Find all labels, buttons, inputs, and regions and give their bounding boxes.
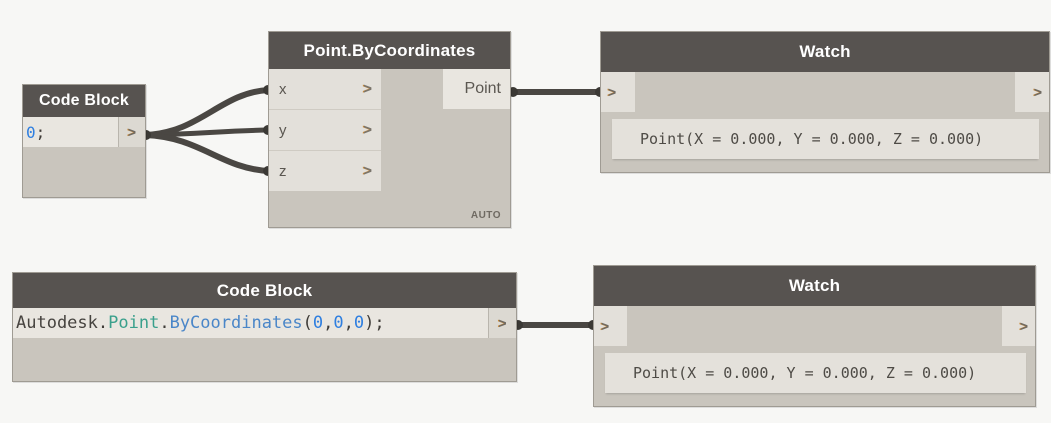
watch-result-text: Point(X = 0.000, Y = 0.000, Z = 0.000) xyxy=(640,130,984,148)
code-token: 0 xyxy=(333,313,344,333)
node-body: 0; > xyxy=(23,117,145,197)
watch-output-port[interactable]: > xyxy=(1015,72,1049,112)
node-title: Code Block xyxy=(13,273,516,308)
code-token: Point xyxy=(108,313,160,333)
code-token: , xyxy=(343,313,354,333)
code-token: ( xyxy=(302,313,313,333)
chevron-right-icon: > xyxy=(1019,318,1028,334)
node-title: Watch xyxy=(594,266,1035,306)
node-title: Code Block xyxy=(23,85,145,117)
chevron-right-icon: > xyxy=(608,84,617,100)
node-code-block-top[interactable]: Code Block 0; > xyxy=(22,84,146,198)
node-watch-top[interactable]: Watch > > Point(X = 0.000, Y = 0.000, Z … xyxy=(600,31,1050,173)
input-port-z[interactable]: z > xyxy=(269,150,381,191)
node-title: Watch xyxy=(601,32,1049,72)
code-token: . xyxy=(159,313,170,333)
code-token: 0 xyxy=(26,122,36,142)
watch-result-panel[interactable]: Point(X = 0.000, Y = 0.000, Z = 0.000) xyxy=(612,119,1039,159)
watch-output-port[interactable]: > xyxy=(1002,306,1035,346)
code-token: ) xyxy=(364,313,375,333)
node-watch-bottom[interactable]: Watch > > Point(X = 0.000, Y = 0.000, Z … xyxy=(593,265,1036,407)
wire-codeblock-to-y xyxy=(142,127,271,138)
watch-input-port[interactable]: > xyxy=(601,72,635,112)
code-token: , xyxy=(323,313,334,333)
chevron-right-icon: > xyxy=(1033,84,1042,100)
code-token: ; xyxy=(35,122,46,142)
node-code-block-bottom[interactable]: Code Block Autodesk.Point.ByCoordinates(… xyxy=(12,272,517,382)
run-mode-badge: AUTO xyxy=(470,210,501,221)
code-token: . xyxy=(97,313,109,333)
input-port-x[interactable]: x > xyxy=(269,69,381,109)
chevron-right-icon: > xyxy=(601,318,610,334)
port-label: y xyxy=(279,121,287,139)
node-body: x > y > z > Point AUTO xyxy=(269,69,510,227)
code-token: 0 xyxy=(353,313,365,333)
wire-codeblock-to-z xyxy=(142,132,271,174)
node-point-by-coordinates[interactable]: Point.ByCoordinates x > y > z > Point AU… xyxy=(268,31,511,228)
watch-result-panel[interactable]: Point(X = 0.000, Y = 0.000, Z = 0.000) xyxy=(605,353,1026,393)
port-label: z xyxy=(279,162,287,180)
chevron-right-icon: > xyxy=(498,315,507,331)
node-body: > > Point(X = 0.000, Y = 0.000, Z = 0.00… xyxy=(594,306,1035,406)
chevron-right-icon: > xyxy=(363,80,372,98)
watch-port-row: > > xyxy=(594,306,1035,346)
chevron-right-icon: > xyxy=(363,162,372,180)
code-block-output-port[interactable]: > xyxy=(118,117,145,147)
code-block-editor-line[interactable]: Autodesk.Point.ByCoordinates(0,0,0); xyxy=(13,308,488,338)
watch-port-row: > > xyxy=(601,72,1049,112)
code-block-editor-line[interactable]: 0; xyxy=(23,117,118,147)
node-body: Autodesk.Point.ByCoordinates(0,0,0); > xyxy=(13,308,516,381)
code-block-output-port[interactable]: > xyxy=(488,308,516,338)
code-token: 0 xyxy=(312,313,324,333)
output-port-point[interactable]: Point xyxy=(443,69,510,109)
code-token: Autodesk xyxy=(16,313,98,333)
chevron-right-icon: > xyxy=(127,124,137,140)
watch-result-text: Point(X = 0.000, Y = 0.000, Z = 0.000) xyxy=(633,364,977,382)
node-body: > > Point(X = 0.000, Y = 0.000, Z = 0.00… xyxy=(601,72,1049,172)
input-port-y[interactable]: y > xyxy=(269,109,381,150)
output-port-label: Point xyxy=(464,80,501,97)
chevron-right-icon: > xyxy=(363,121,372,139)
code-token: ByCoordinates xyxy=(169,313,303,333)
watch-input-port[interactable]: > xyxy=(594,306,627,346)
port-label: x xyxy=(279,80,287,98)
node-title: Point.ByCoordinates xyxy=(269,32,510,69)
wire-codeblock-to-x xyxy=(142,87,271,138)
code-token: ; xyxy=(374,313,385,333)
